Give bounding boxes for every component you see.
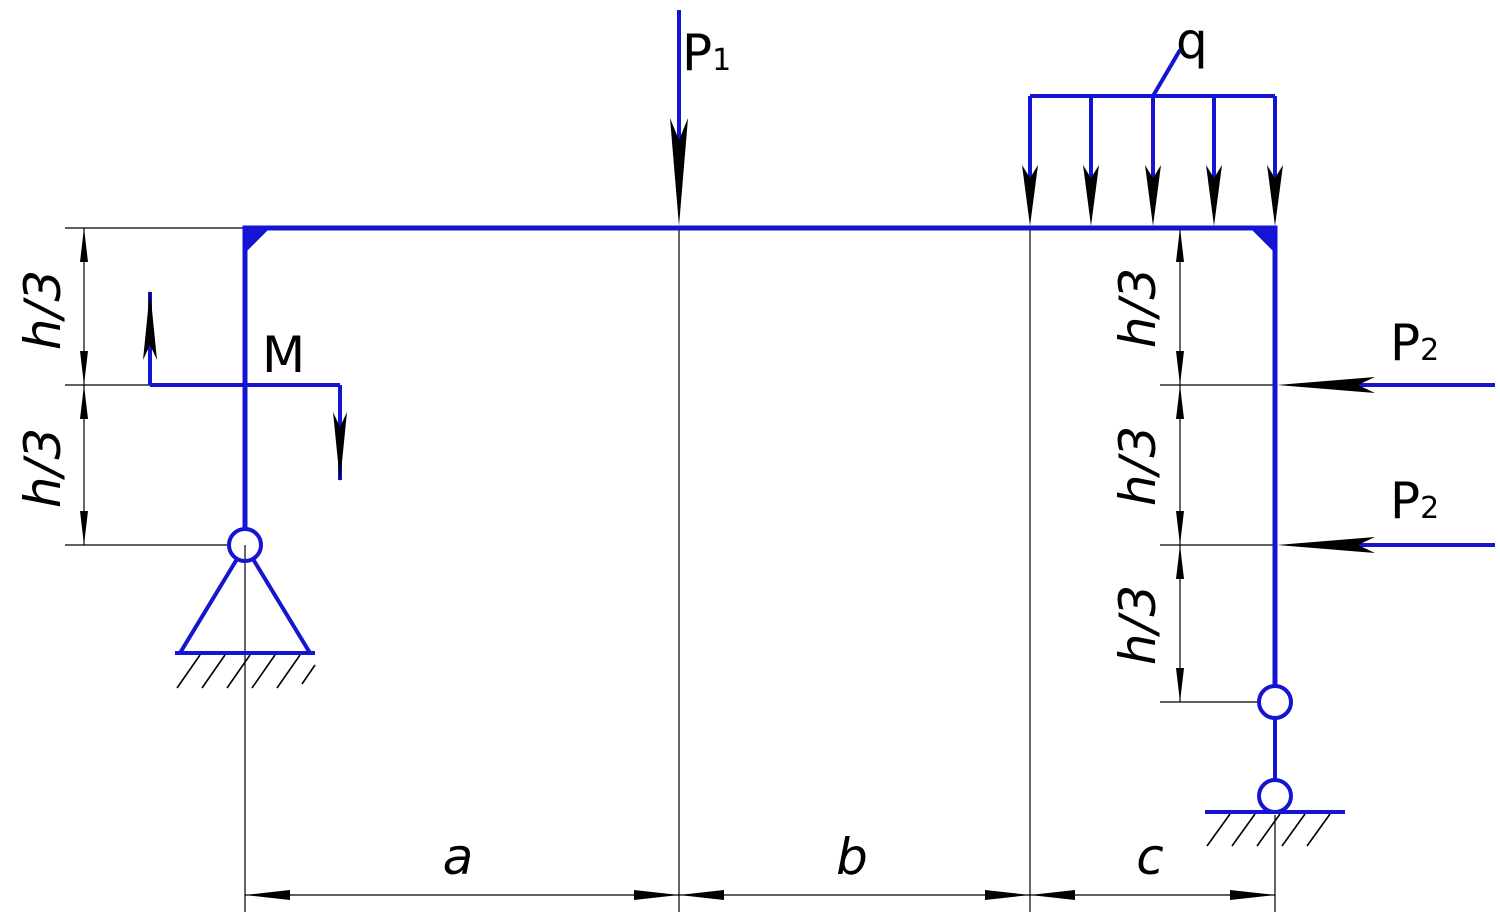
moment-couple [143, 290, 347, 482]
p2-upper-load-arrow [1277, 377, 1495, 393]
h3-left-bottom-label: h/3 [14, 428, 72, 508]
q-label: q [1176, 12, 1208, 70]
p1-load-arrow [670, 10, 688, 226]
p2-upper-label: P2 [1390, 314, 1439, 372]
p2-lower-label: P2 [1390, 472, 1439, 530]
corner-fillet-left [247, 230, 268, 251]
p2-lower-label-main: P [1390, 472, 1420, 530]
h3-right-2-label: h/3 [1109, 426, 1167, 506]
left-pin-support [175, 527, 316, 689]
p2-lower-load-arrow [1277, 537, 1495, 553]
p1-label: P1 [682, 24, 731, 82]
right-roller-support [1205, 684, 1345, 847]
right-dimension-chain [1176, 228, 1184, 702]
bottom-dimension-chain [245, 890, 1275, 900]
p2-upper-label-main: P [1390, 314, 1420, 372]
p2-upper-label-sub: 2 [1420, 333, 1439, 368]
p2-lower-label-sub: 2 [1420, 491, 1439, 526]
distributed-load-q [1022, 48, 1283, 226]
p1-label-sub: 1 [712, 43, 731, 78]
moment-label: M [262, 326, 305, 384]
p1-label-main: P [682, 24, 712, 82]
corner-fillet-right [1252, 230, 1273, 251]
left-dimension-chain [80, 228, 88, 545]
frame-main [242, 225, 1278, 688]
dim-c-label: c [1136, 828, 1164, 886]
dim-a-label: a [443, 828, 474, 886]
h3-left-top-label: h/3 [14, 270, 72, 350]
frame-structure [242, 225, 1278, 688]
h3-right-1-label: h/3 [1109, 268, 1167, 348]
dim-b-label: b [836, 828, 868, 886]
h3-right-3-label: h/3 [1109, 585, 1167, 665]
